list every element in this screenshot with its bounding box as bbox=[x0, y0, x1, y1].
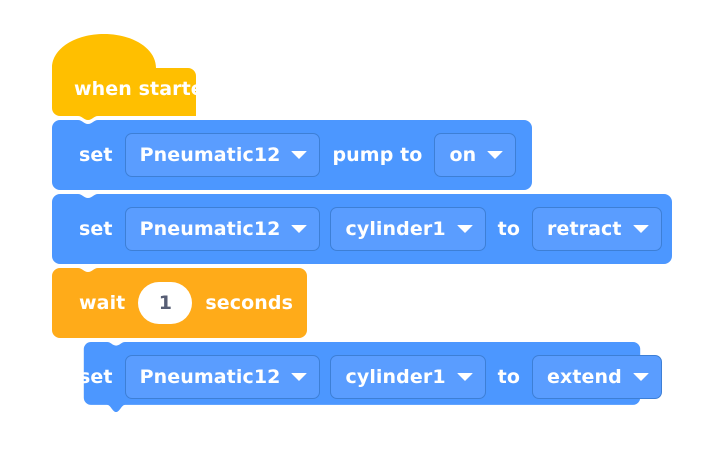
block-when-started[interactable]: when started bbox=[52, 32, 236, 120]
dropdown-device-extend[interactable]: Pneumatic12 bbox=[124, 355, 321, 399]
block-set-cylinder-extend-prefix: set bbox=[79, 365, 113, 388]
dropdown-port-extend-value: cylinder1 bbox=[345, 365, 446, 388]
block-set-pump-prefix: set bbox=[79, 143, 113, 166]
chevron-down-icon bbox=[456, 373, 473, 381]
dropdown-device-extend-value: Pneumatic12 bbox=[139, 365, 281, 388]
chevron-down-icon bbox=[291, 225, 308, 233]
dropdown-port-retract[interactable]: cylinder1 bbox=[330, 207, 486, 251]
chevron-down-icon bbox=[487, 151, 504, 159]
block-set-cylinder-retract[interactable]: set Pneumatic12 cylinder1 to retract bbox=[52, 194, 672, 264]
block-set-pump-middle: pump to bbox=[332, 143, 423, 166]
block-wait-prefix: wait bbox=[79, 291, 126, 314]
chevron-down-icon bbox=[456, 225, 473, 233]
dropdown-action-retract-value: retract bbox=[547, 217, 622, 240]
chevron-down-icon bbox=[291, 373, 308, 381]
block-set-pump-row: set Pneumatic12 pump to on bbox=[52, 120, 521, 190]
dropdown-device-pump-value: Pneumatic12 bbox=[139, 143, 281, 166]
block-when-started-label: when started bbox=[74, 78, 218, 100]
chevron-down-icon bbox=[632, 373, 649, 381]
block-set-cylinder-retract-middle: to bbox=[497, 217, 520, 240]
dropdown-device-retract-value: Pneumatic12 bbox=[139, 217, 281, 240]
block-wait-row: wait 1 seconds bbox=[52, 268, 300, 338]
dropdown-action-extend[interactable]: extend bbox=[532, 355, 662, 399]
dropdown-device-retract[interactable]: Pneumatic12 bbox=[124, 207, 321, 251]
wait-seconds-input[interactable]: 1 bbox=[138, 282, 193, 324]
dropdown-pump-state-value: on bbox=[449, 143, 477, 166]
dropdown-port-retract-value: cylinder1 bbox=[345, 217, 446, 240]
dropdown-device-pump[interactable]: Pneumatic12 bbox=[124, 133, 321, 177]
block-wait[interactable]: wait 1 seconds bbox=[52, 268, 307, 338]
dropdown-port-extend[interactable]: cylinder1 bbox=[330, 355, 486, 399]
block-set-cylinder-retract-prefix: set bbox=[79, 217, 113, 240]
block-set-cylinder-extend-middle: to bbox=[497, 365, 520, 388]
block-set-pump[interactable]: set Pneumatic12 pump to on bbox=[52, 120, 532, 190]
block-set-cylinder-retract-row: set Pneumatic12 cylinder1 to retract bbox=[52, 194, 667, 264]
dropdown-action-retract[interactable]: retract bbox=[532, 207, 662, 251]
hat-block-shape bbox=[52, 34, 196, 120]
block-set-cylinder-extend-row: set Pneumatic12 cylinder1 to extend bbox=[52, 342, 667, 412]
block-set-cylinder-extend[interactable]: set Pneumatic12 cylinder1 to extend bbox=[52, 342, 672, 412]
chevron-down-icon bbox=[632, 225, 649, 233]
chevron-down-icon bbox=[291, 151, 308, 159]
block-wait-suffix: seconds bbox=[205, 291, 294, 314]
dropdown-pump-state[interactable]: on bbox=[434, 133, 517, 177]
dropdown-action-extend-value: extend bbox=[547, 365, 622, 388]
